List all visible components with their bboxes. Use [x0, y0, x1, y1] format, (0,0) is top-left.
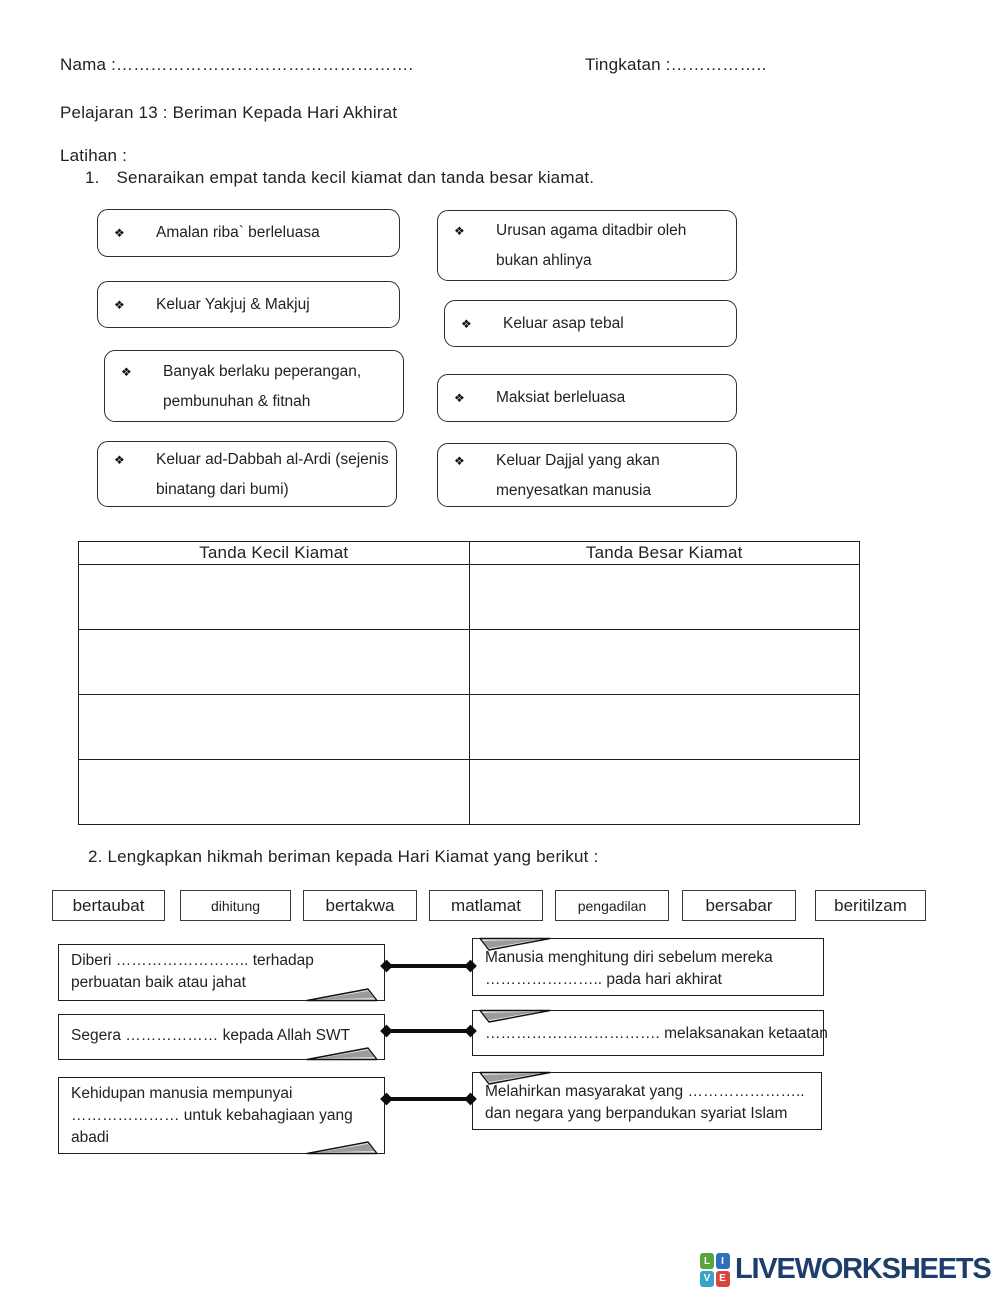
logo-tile-v: V: [700, 1270, 714, 1287]
match-right-menghitung[interactable]: Manusia menghitung diri sebelum mereka ……: [472, 937, 824, 996]
answer-cell[interactable]: [468, 629, 860, 695]
sign-box-asap: ❖ Keluar asap tebal: [444, 300, 737, 347]
answer-cell[interactable]: [78, 759, 470, 825]
diamond-bullet-icon: ❖: [114, 452, 125, 467]
match-right-melahirkan[interactable]: Melahirkan masyarakat yang ………………….. dan…: [472, 1071, 822, 1130]
word-bank-pengadilan[interactable]: pengadilan: [555, 890, 669, 921]
sign-text: bukan ahlinya: [496, 252, 592, 269]
page-fold-icon: [306, 1047, 378, 1061]
diamond-bullet-icon: ❖: [454, 453, 465, 468]
diamond-bullet-icon: ❖: [461, 316, 472, 331]
match-text: abadi: [71, 1129, 109, 1146]
sign-box-yakjuj: ❖ Keluar Yakjuj & Makjuj: [97, 281, 400, 328]
sign-text: Banyak berlaku peperangan,: [163, 362, 362, 380]
table-row: [78, 759, 860, 825]
match-right-melaksanakan[interactable]: ……………………………. melaksanakan ketaatan: [472, 1009, 828, 1056]
match-text: Manusia menghitung diri sebelum mereka: [485, 949, 773, 966]
logo-tile-e: E: [715, 1270, 730, 1287]
match-text: ………………….. pada hari akhirat: [485, 971, 722, 988]
sign-text: menyesatkan manusia: [496, 481, 652, 499]
lesson-title: Pelajaran 13 : Beriman Kepada Hari Akhir…: [60, 103, 398, 122]
table-row: [78, 629, 860, 695]
word-bank-dihitung[interactable]: dihitung: [180, 890, 291, 921]
page-fold-icon: [479, 937, 551, 951]
sign-text: Keluar ad-Dabbah al-Ardi (sejenis: [156, 450, 389, 468]
answer-cell[interactable]: [468, 694, 860, 760]
sign-box-dajjal: ❖ Keluar Dajjal yang akan menyesatkan man…: [437, 443, 737, 507]
match-text: ……………………………. melaksanakan ketaatan: [485, 1025, 828, 1042]
logo-tile-l: L: [700, 1253, 714, 1269]
match-left-diberi[interactable]: Diberi …………………….. terhadap perbuatan bai…: [58, 944, 385, 1002]
question-1: 1. Senaraikan empat tanda kecil kiamat d…: [85, 168, 594, 188]
table-row: [78, 564, 860, 630]
match-left-kehidupan[interactable]: Kehidupan manusia mempunyai ………………… untu…: [58, 1077, 385, 1155]
diamond-bullet-icon: ❖: [114, 297, 125, 312]
page-fold-icon: [306, 988, 378, 1002]
page-fold-icon: [479, 1009, 551, 1023]
word-bank-beritilzam[interactable]: beritilzam: [815, 890, 926, 921]
answer-cell[interactable]: [78, 694, 470, 760]
word-bank-bersabar[interactable]: bersabar: [682, 890, 796, 921]
match-connector-line: [386, 1097, 471, 1101]
question-2: 2. Lengkapkan hikmah beriman kepada Hari…: [88, 847, 599, 866]
match-text: Melahirkan masyarakat yang …………………..: [485, 1083, 805, 1100]
answer-table: Tanda Kecil Kiamat Tanda Besar Kiamat: [78, 541, 860, 825]
sign-text: binatang dari bumi): [156, 480, 289, 498]
match-text: Diberi …………………….. terhadap: [71, 952, 314, 969]
match-text: dan negara yang berpandukan syariat Isla…: [485, 1105, 788, 1122]
word-bank-bertakwa[interactable]: bertakwa: [303, 890, 417, 921]
table-row: [78, 694, 860, 760]
match-text: Kehidupan manusia mempunyai: [71, 1085, 293, 1102]
word-bank-matlamat[interactable]: matlamat: [429, 890, 543, 921]
question-1-text: Senaraikan empat tanda kecil kiamat dan …: [116, 168, 595, 187]
diamond-bullet-icon: ❖: [454, 391, 465, 405]
diamond-bullet-icon: ❖: [114, 226, 125, 240]
match-text: perbuatan baik atau jahat: [71, 974, 246, 991]
sign-box-dabbah: ❖ Keluar ad-Dabbah al-Ardi (sejenis binat…: [97, 441, 397, 507]
match-connector-line: [386, 964, 471, 968]
match-left-segera[interactable]: Segera ……………… kepada Allah SWT: [58, 1014, 385, 1061]
match-text: Segera ……………… kepada Allah SWT: [71, 1027, 351, 1044]
sign-box-urusan-agama: ❖ Urusan agama ditadbir oleh bukan ahliny…: [437, 210, 737, 281]
column-header-tanda-besar: Tanda Besar Kiamat: [468, 541, 860, 565]
match-text: ………………… untuk kebahagiaan yang: [71, 1107, 353, 1124]
match-connector-line: [386, 1029, 471, 1033]
word-bank-bertaubat[interactable]: bertaubat: [52, 890, 165, 921]
page-fold-icon: [479, 1071, 551, 1085]
answer-cell[interactable]: [78, 564, 470, 630]
page-fold-icon: [306, 1141, 378, 1155]
sign-text: Keluar Yakjuj & Makjuj: [156, 295, 310, 313]
sign-box-maksiat: ❖ Maksiat berleluasa: [437, 374, 737, 422]
diamond-bullet-icon: ❖: [454, 224, 465, 238]
sign-text: pembunuhan & fitnah: [163, 392, 311, 410]
answer-cell[interactable]: [78, 629, 470, 695]
latihan-label: Latihan :: [60, 146, 128, 165]
sign-box-peperangan: ❖ Banyak berlaku peperangan, pembunuhan &…: [104, 350, 404, 422]
sign-text: Urusan agama ditadbir oleh: [496, 222, 687, 239]
nama-field[interactable]: Nama :…………………………………………….: [60, 55, 414, 74]
answer-cell[interactable]: [468, 759, 860, 825]
question-1-number: 1.: [85, 168, 100, 187]
column-header-tanda-kecil: Tanda Kecil Kiamat: [78, 541, 470, 565]
diamond-bullet-icon: ❖: [121, 364, 132, 379]
sign-box-riba: ❖ Amalan riba` berleluasa: [97, 209, 400, 257]
liveworksheets-wordmark: LIVEWORKSHEETS: [735, 1253, 992, 1285]
logo-tile-i: I: [715, 1253, 730, 1269]
tingkatan-field[interactable]: Tingkatan :……………..: [585, 55, 767, 74]
sign-text: Keluar Dajjal yang akan: [496, 451, 660, 469]
sign-text: Keluar asap tebal: [503, 314, 624, 332]
liveworksheets-logo-icon: L I V E: [700, 1253, 731, 1287]
table-header-row: Tanda Kecil Kiamat Tanda Besar Kiamat: [78, 541, 860, 565]
sign-text: Amalan riba` berleluasa: [156, 224, 320, 241]
answer-cell[interactable]: [468, 564, 860, 630]
sign-text: Maksiat berleluasa: [496, 389, 626, 406]
